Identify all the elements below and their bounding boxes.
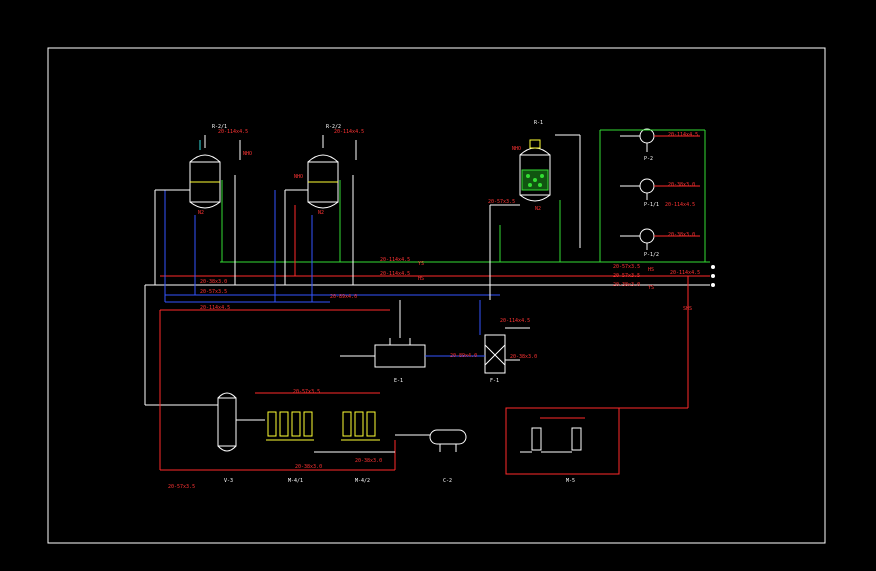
- line-label: 20-114x4.5: [218, 129, 248, 135]
- stream-tag: YS: [418, 261, 424, 267]
- tag-f1: F-1: [490, 378, 499, 384]
- line-label: 20-57x3.5: [200, 289, 227, 295]
- line-label: 20-89x4.0: [450, 353, 477, 359]
- stream-tag: SHS: [683, 306, 692, 312]
- reactor-r1: R-1: [519, 120, 551, 202]
- vessel-v3: V-3: [217, 392, 237, 484]
- tag-p1-1: P-1/1: [644, 202, 659, 208]
- utility-labels: N2 N2 N2 NHO NHO NHO: [198, 146, 541, 216]
- evaporator-e1: E-1: [374, 338, 426, 384]
- line-label: 20-38x3.0: [613, 282, 640, 288]
- line-labels: 20-114x4.5 20-114x4.5 20-114x4.5 20-38x3…: [168, 129, 700, 490]
- filter-bank-m4-2: M-4/2: [341, 411, 380, 484]
- line-label: 20-38x3.0: [668, 182, 695, 188]
- reactor-feed-lines: [154, 140, 357, 302]
- tag-v3: V-3: [224, 478, 233, 484]
- utility-label: N2: [535, 206, 541, 212]
- line-label: 20-114x4.5: [668, 132, 698, 138]
- utility-label: N2: [198, 210, 204, 216]
- filter-bank-m4-1: M-4/1: [266, 411, 314, 484]
- tag-r1: R-1: [534, 120, 543, 126]
- line-label: 20-38x3.0: [510, 354, 537, 360]
- tag-m4-2: M-4/2: [355, 478, 370, 484]
- tag-m5: M-5: [566, 478, 575, 484]
- line-label: 20-57x3.5: [613, 264, 640, 270]
- line-label: 20-57x3.5: [488, 199, 515, 205]
- tag-p2: P-2: [644, 156, 653, 162]
- tag-c2: C-2: [443, 478, 452, 484]
- pump-p1-2: P-1/2: [639, 228, 659, 258]
- pump-p2: P-2: [639, 128, 655, 162]
- pump-p1-1: P-1/1: [639, 178, 659, 208]
- utility-label: NHO: [243, 151, 252, 157]
- reactor-r2-1: R-2/1: [189, 124, 227, 209]
- stream-tags: YS HS HS YS SHS: [418, 261, 692, 312]
- tag-r2-2: R-2/2: [326, 124, 341, 130]
- line-label: 20-38x3.0: [355, 458, 382, 464]
- stream-tag: YS: [648, 285, 654, 291]
- utility-label: NHO: [512, 146, 521, 152]
- line-label: 20-114x4.5: [334, 129, 364, 135]
- line-label: 20-38x3.0: [200, 279, 227, 285]
- drawing-frame: [47, 47, 826, 544]
- reactor-r2-2: R-2/2: [307, 124, 341, 209]
- tag-r2-1: R-2/1: [212, 124, 227, 130]
- line-label: 20-38x3.0: [668, 232, 695, 238]
- line-label: 20-114x4.5: [665, 202, 695, 208]
- line-label: 20-114x4.5: [200, 305, 230, 311]
- outlet-arrows: [711, 265, 715, 287]
- stream-tag: HS: [648, 267, 654, 273]
- line-label: 20-57x3.5: [293, 389, 320, 395]
- utility-label: NHO: [294, 174, 303, 180]
- line-label: 20-57x3.5: [613, 273, 640, 279]
- line-label: 20-114x4.5: [670, 270, 700, 276]
- stream-tag: HS: [418, 276, 424, 282]
- package-m5: M-5: [505, 407, 620, 484]
- line-label: 20-114x4.5: [500, 318, 530, 324]
- tag-p1-2: P-1/2: [644, 252, 659, 258]
- main-headers: [145, 129, 710, 311]
- line-label: 20-89x4.0: [330, 294, 357, 300]
- line-label: 20-114x4.5: [380, 271, 410, 277]
- utility-label: N2: [318, 210, 324, 216]
- tag-e1: E-1: [394, 378, 403, 384]
- line-label: 20-114x4.5: [380, 257, 410, 263]
- tag-m4-1: M-4/1: [288, 478, 303, 484]
- line-label: 20-57x3.5: [168, 484, 195, 490]
- compressor-c2: C-2: [429, 429, 467, 484]
- line-label: 20-38x3.0: [295, 464, 322, 470]
- filter-f1: F-1: [484, 334, 506, 384]
